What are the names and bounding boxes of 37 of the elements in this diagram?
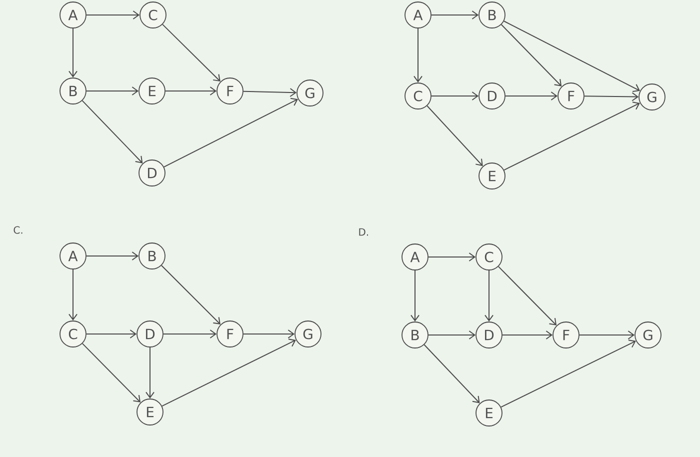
arrow bbox=[584, 92, 639, 102]
arrow bbox=[161, 265, 220, 324]
arrow bbox=[410, 270, 420, 322]
arrow bbox=[162, 338, 296, 407]
arrow bbox=[504, 92, 558, 100]
arrow bbox=[498, 266, 557, 326]
option-label: C. bbox=[14, 226, 22, 234]
arrow bbox=[86, 330, 137, 338]
option-label: D. bbox=[359, 228, 368, 236]
arrow bbox=[82, 100, 143, 164]
arrow bbox=[86, 252, 139, 260]
arrow bbox=[68, 28, 78, 78]
arrow bbox=[242, 88, 297, 97]
arrow bbox=[162, 24, 220, 82]
arrow bbox=[86, 10, 140, 20]
arrow bbox=[502, 330, 553, 340]
arrow bbox=[426, 105, 483, 166]
arrow bbox=[503, 20, 640, 92]
arrow bbox=[428, 252, 476, 262]
arrow bbox=[414, 28, 422, 83]
arrow bbox=[146, 346, 154, 399]
arrow bbox=[68, 268, 78, 321]
arrow bbox=[500, 340, 636, 408]
arrow bbox=[242, 330, 295, 338]
arrow bbox=[424, 344, 480, 404]
arrow bbox=[430, 92, 479, 100]
arrow bbox=[500, 24, 562, 86]
arrow bbox=[578, 330, 635, 340]
arrow bbox=[82, 343, 141, 402]
arrow bbox=[164, 86, 217, 96]
arrow bbox=[484, 270, 494, 322]
arrow bbox=[86, 86, 139, 96]
arrow bbox=[504, 102, 640, 171]
arrow bbox=[428, 330, 476, 340]
arrow bbox=[162, 330, 217, 338]
arrow bbox=[164, 98, 298, 168]
arrow bbox=[430, 10, 479, 20]
